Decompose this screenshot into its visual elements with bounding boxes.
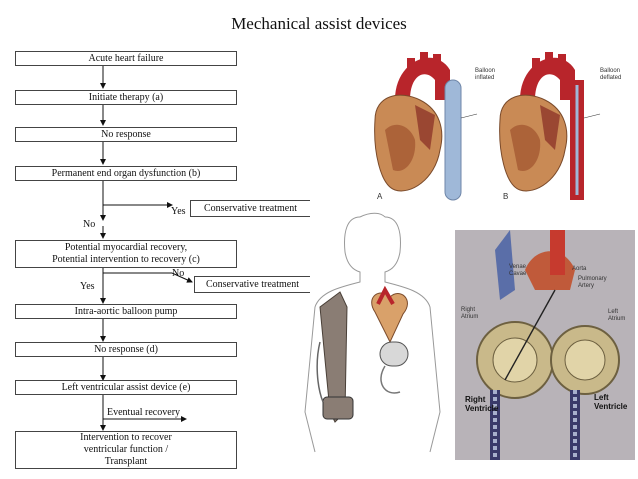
biventricular-device-illustration xyxy=(455,230,635,460)
branch-yes-label-2: Yes xyxy=(80,281,95,292)
flow-step-lvad: Left ventricular assist device (e) xyxy=(15,380,237,395)
branch-no-label-2: No xyxy=(172,268,185,279)
flow-step-end-organ-dysfunction: Permanent end organ dysfunction (b) xyxy=(15,166,237,181)
flow-step-intervention-transplant: Intervention to recover ventricular func… xyxy=(15,431,237,469)
balloon-deflated-caption: Balloon deflated xyxy=(600,68,622,81)
left-ventricle-label: Left Ventricle xyxy=(594,393,628,411)
left-atrium-label: Left Atrium xyxy=(608,309,626,322)
right-ventricle-label: Right Ventricle xyxy=(465,395,499,413)
panel-a-label: A xyxy=(377,192,383,201)
branch-yes-label: Yes xyxy=(171,206,186,217)
venae-cavae-label: Venae Cavae xyxy=(509,264,527,277)
balloon-inflated-caption: Balloon inflated xyxy=(475,68,496,81)
heart-balloon-deflated-illustration xyxy=(499,52,601,200)
pulmonary-artery-label: Pulmonary Artery xyxy=(578,276,607,289)
flow-step-no-response: No response xyxy=(15,127,237,142)
conservative-treatment-box: Conservative treatment xyxy=(190,200,310,217)
heart-balloon-inflated-illustration xyxy=(374,52,478,201)
slide-title: Mechanical assist devices xyxy=(231,14,407,33)
panel-b-label: B xyxy=(503,192,509,201)
branch-no-label: No xyxy=(83,219,96,230)
flow-step-initiate-therapy: Initiate therapy (a) xyxy=(15,90,237,105)
implanted-vad-body-illustration xyxy=(304,212,441,453)
eventual-recovery-label: Eventual recovery xyxy=(107,407,181,418)
flow-step-iabp: Intra-aortic balloon pump xyxy=(15,304,237,319)
conservative-treatment-box-2: Conservative treatment xyxy=(194,276,310,293)
flow-step-acute-heart-failure: Acute heart failure xyxy=(15,51,237,66)
aorta-label: Aorta xyxy=(572,266,587,272)
flow-step-potential-recovery: Potential myocardial recovery, Potential… xyxy=(15,240,237,268)
right-atrium-label: Right Atrium xyxy=(461,307,479,320)
flow-step-no-response-d: No response (d) xyxy=(15,342,237,357)
